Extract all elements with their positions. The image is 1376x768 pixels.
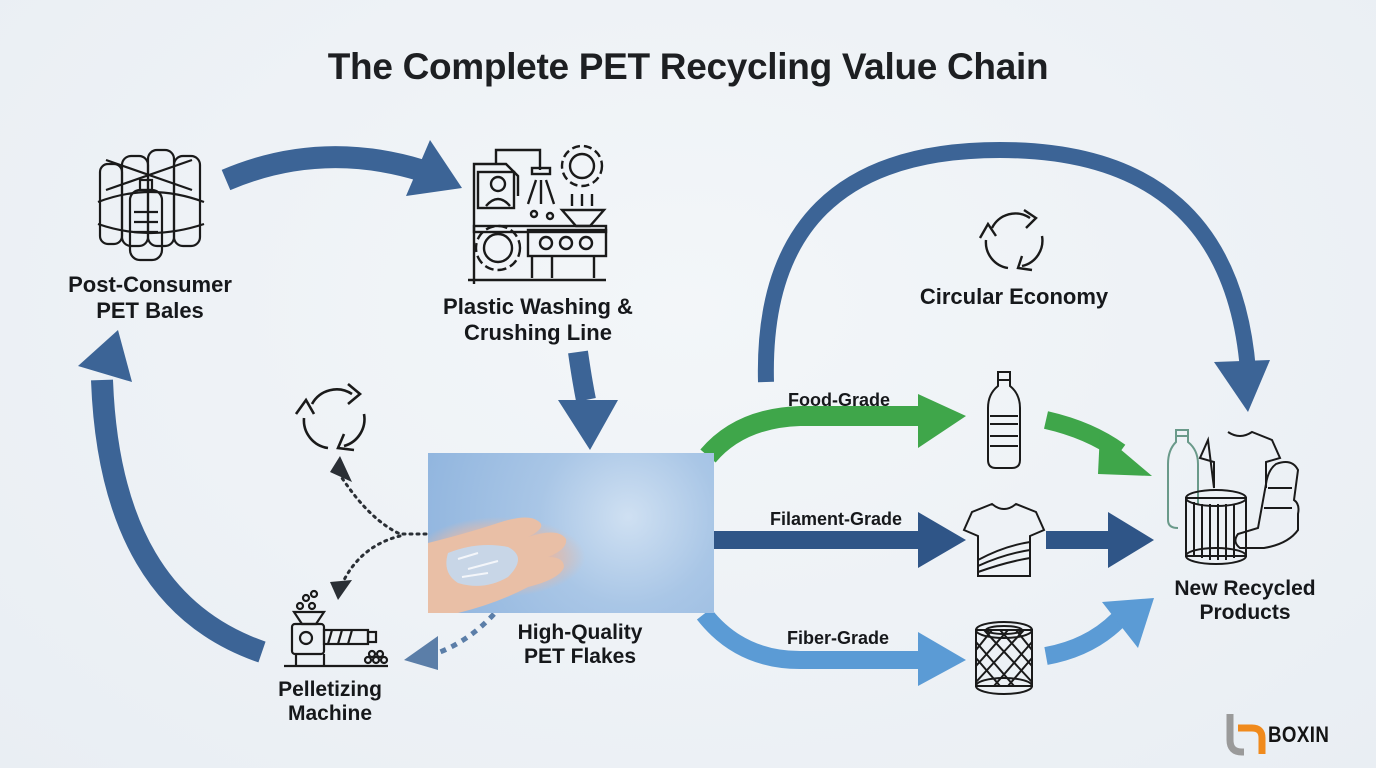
- bottle-bale-icon: [97, 148, 205, 262]
- pet-flakes-photo: [428, 453, 714, 613]
- products-label-line2: Products: [1199, 601, 1291, 624]
- filter-icon: [975, 621, 1033, 695]
- tshirt-icon: [962, 502, 1046, 577]
- grade-label-food: Food-Grade: [788, 390, 890, 410]
- arrow-food-grade: [700, 394, 1152, 476]
- washing-label-line1: Plastic Washing &: [443, 294, 633, 319]
- bottle-icon: [987, 371, 1021, 469]
- boxin-logo: [1226, 714, 1266, 756]
- bales-label-line2: PET Bales: [96, 298, 204, 323]
- flakes-label-line1: High-Quality: [517, 621, 643, 644]
- pelletizing-label-line1: Pelletizing: [278, 678, 382, 701]
- arrow-fiber-grade: [696, 598, 1154, 686]
- arrow-washing-to-flakes: [558, 350, 618, 450]
- arrow-filament-grade: [714, 512, 1154, 568]
- washing-label-line2: Crushing Line: [464, 320, 612, 345]
- brand-name: BOXIN: [1268, 722, 1330, 747]
- node-washing: Plastic Washing & Crushing Line: [418, 294, 658, 346]
- washing-machine-icon: [468, 144, 608, 284]
- node-products: New Recycled Products: [1140, 577, 1350, 625]
- node-pelletizing: Pelletizing Machine: [240, 678, 420, 726]
- arrow-bales-to-washing: [221, 140, 462, 196]
- grade-label-filament: Filament-Grade: [770, 509, 903, 529]
- page-title: The Complete PET Recycling Value Chain: [327, 46, 1049, 87]
- grade-label-fiber: Fiber-Grade: [787, 628, 890, 648]
- circular-economy-label: Circular Economy: [919, 284, 1109, 309]
- recycle-icon-small: [294, 383, 366, 452]
- hand-holding-flakes: [428, 517, 567, 613]
- recycled-products-icon: [1167, 429, 1300, 565]
- arrow-circular-economy: [757, 141, 1270, 412]
- node-flakes: High-Quality PET Flakes: [480, 621, 680, 669]
- dotted-arrows-from-flakes: [330, 456, 496, 670]
- pelletizer-icon: [284, 589, 389, 668]
- bales-label-line1: Post-Consumer: [68, 272, 232, 297]
- products-label-line1: New Recycled: [1174, 577, 1316, 600]
- pelletizing-label-line2: Machine: [287, 702, 373, 725]
- flakes-label-line2: PET Flakes: [523, 645, 637, 668]
- node-circular-economy: Circular Economy: [880, 284, 1148, 310]
- recycle-icon: [978, 209, 1044, 272]
- node-bales: Post-Consumer PET Bales: [40, 272, 260, 324]
- arrow-pelletizing-to-bales: [78, 330, 266, 663]
